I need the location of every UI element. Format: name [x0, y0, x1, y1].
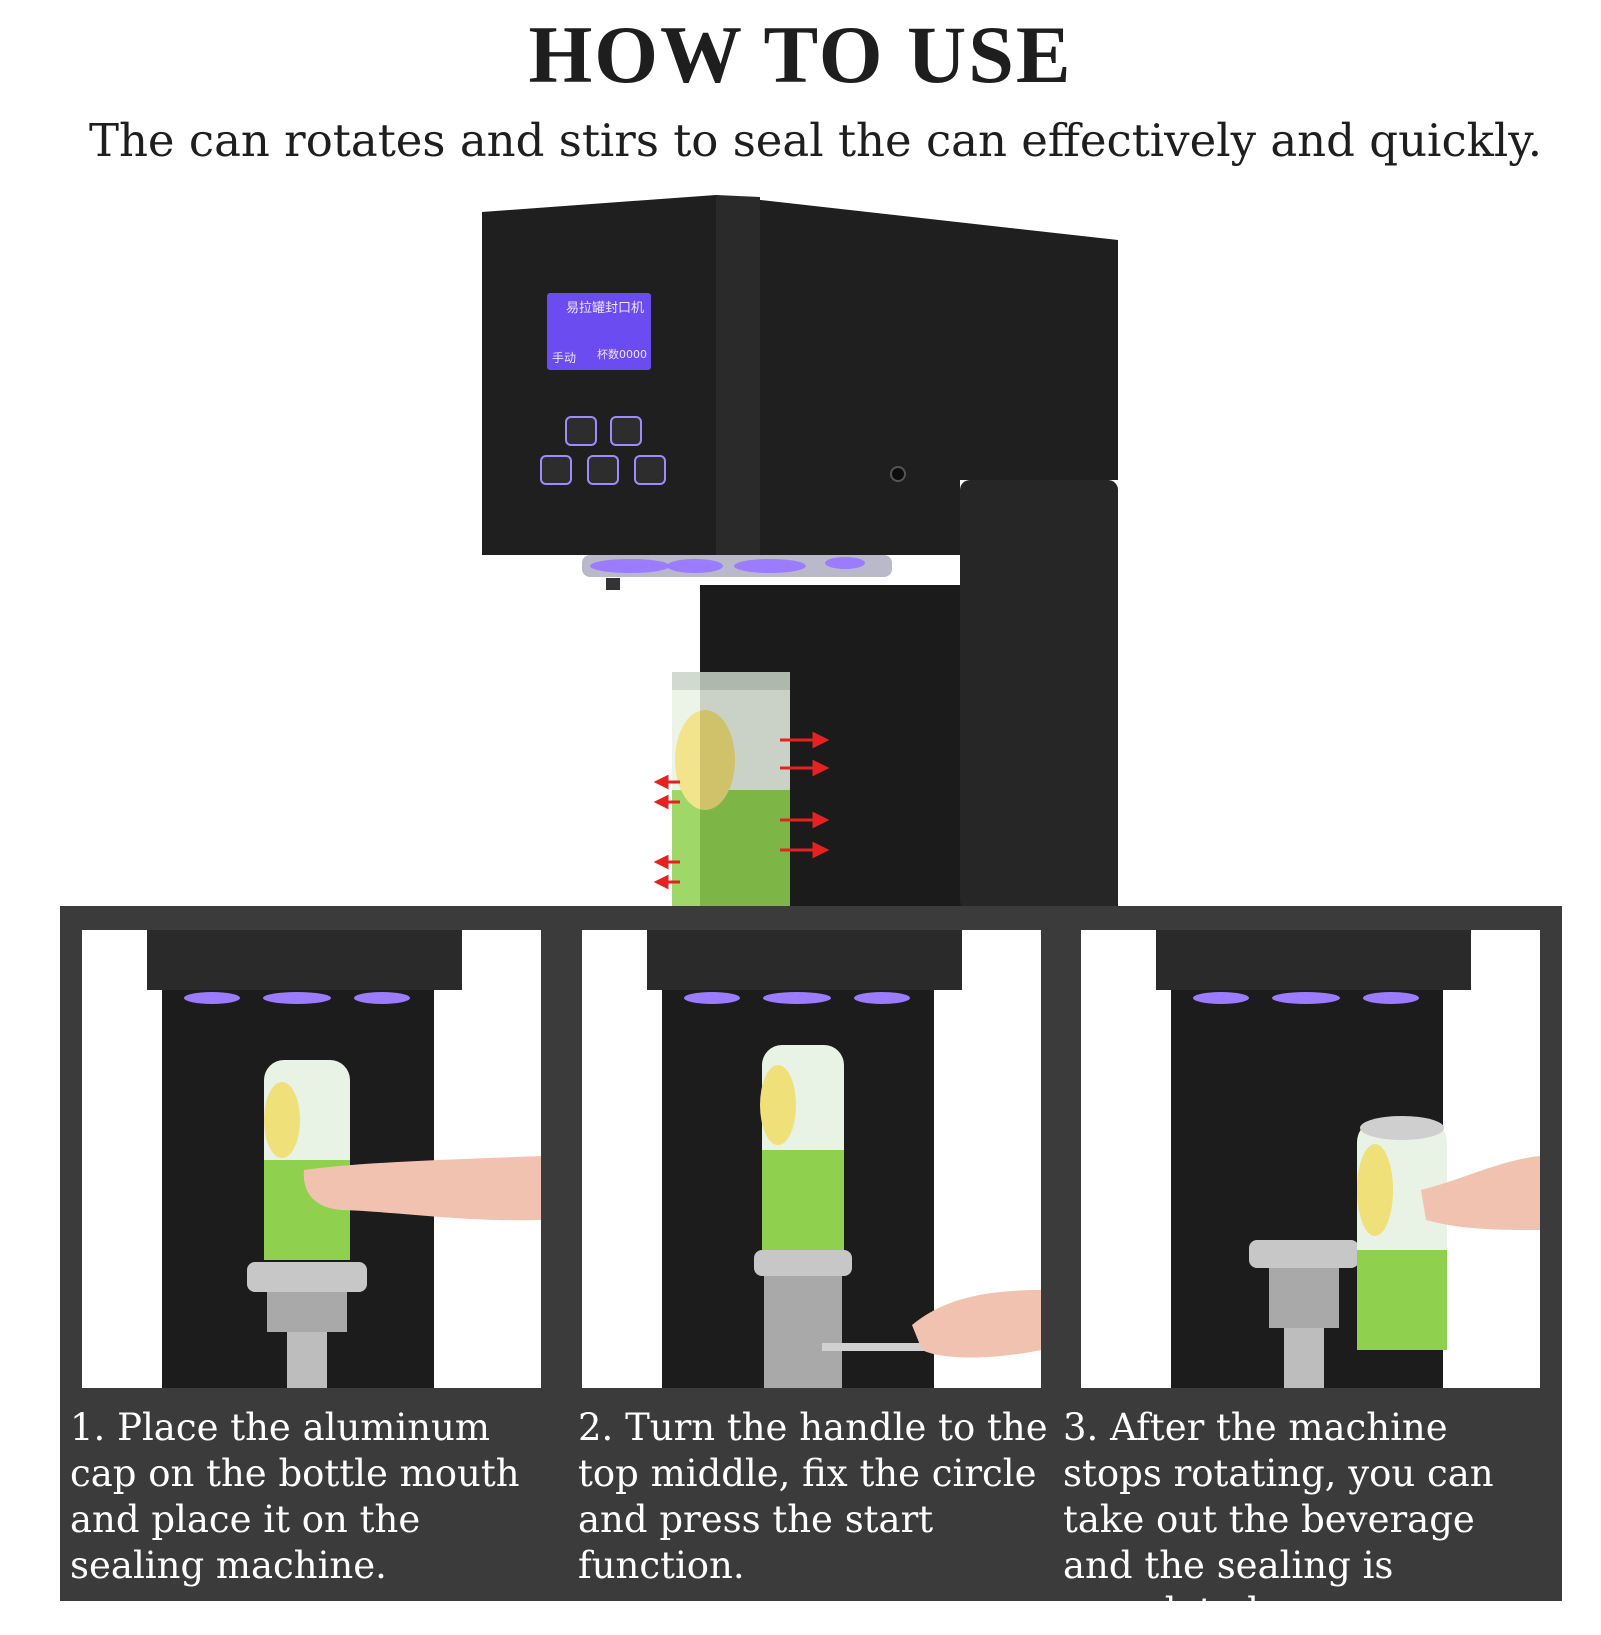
control-button	[587, 455, 619, 485]
can-sealing-machine-illustration: 易拉罐封口机 手动 杯数0000	[482, 195, 1118, 910]
spinning-can	[672, 672, 790, 908]
step-1-text: 1. Place the aluminum cap on the bottle …	[70, 1406, 520, 1587]
lcd-display	[547, 293, 651, 370]
lcd-line1: 易拉罐封口机	[566, 301, 644, 316]
control-button	[565, 416, 597, 446]
step-2-text: 2. Turn the handle to the top middle, fi…	[578, 1406, 1048, 1587]
page-title: HOW TO USE	[528, 9, 1073, 100]
control-button	[540, 455, 572, 485]
rotation-arrows	[653, 731, 830, 890]
led-lights	[590, 557, 865, 573]
step-3-text: 3. After the machine stops rotating, you…	[1063, 1406, 1494, 1633]
step-1-photo	[82, 930, 541, 1388]
control-buttons	[540, 416, 666, 485]
side-knob-icon	[890, 466, 906, 482]
page-subtitle: The can rotates and stirs to seal the ca…	[88, 114, 1543, 167]
lcd-line2-left: 手动	[552, 351, 576, 365]
control-button	[610, 416, 642, 446]
step-3-photo	[1081, 930, 1540, 1388]
control-button	[634, 455, 666, 485]
step-2-photo	[582, 930, 1041, 1388]
lcd-line2-right: 杯数0000	[597, 347, 647, 361]
